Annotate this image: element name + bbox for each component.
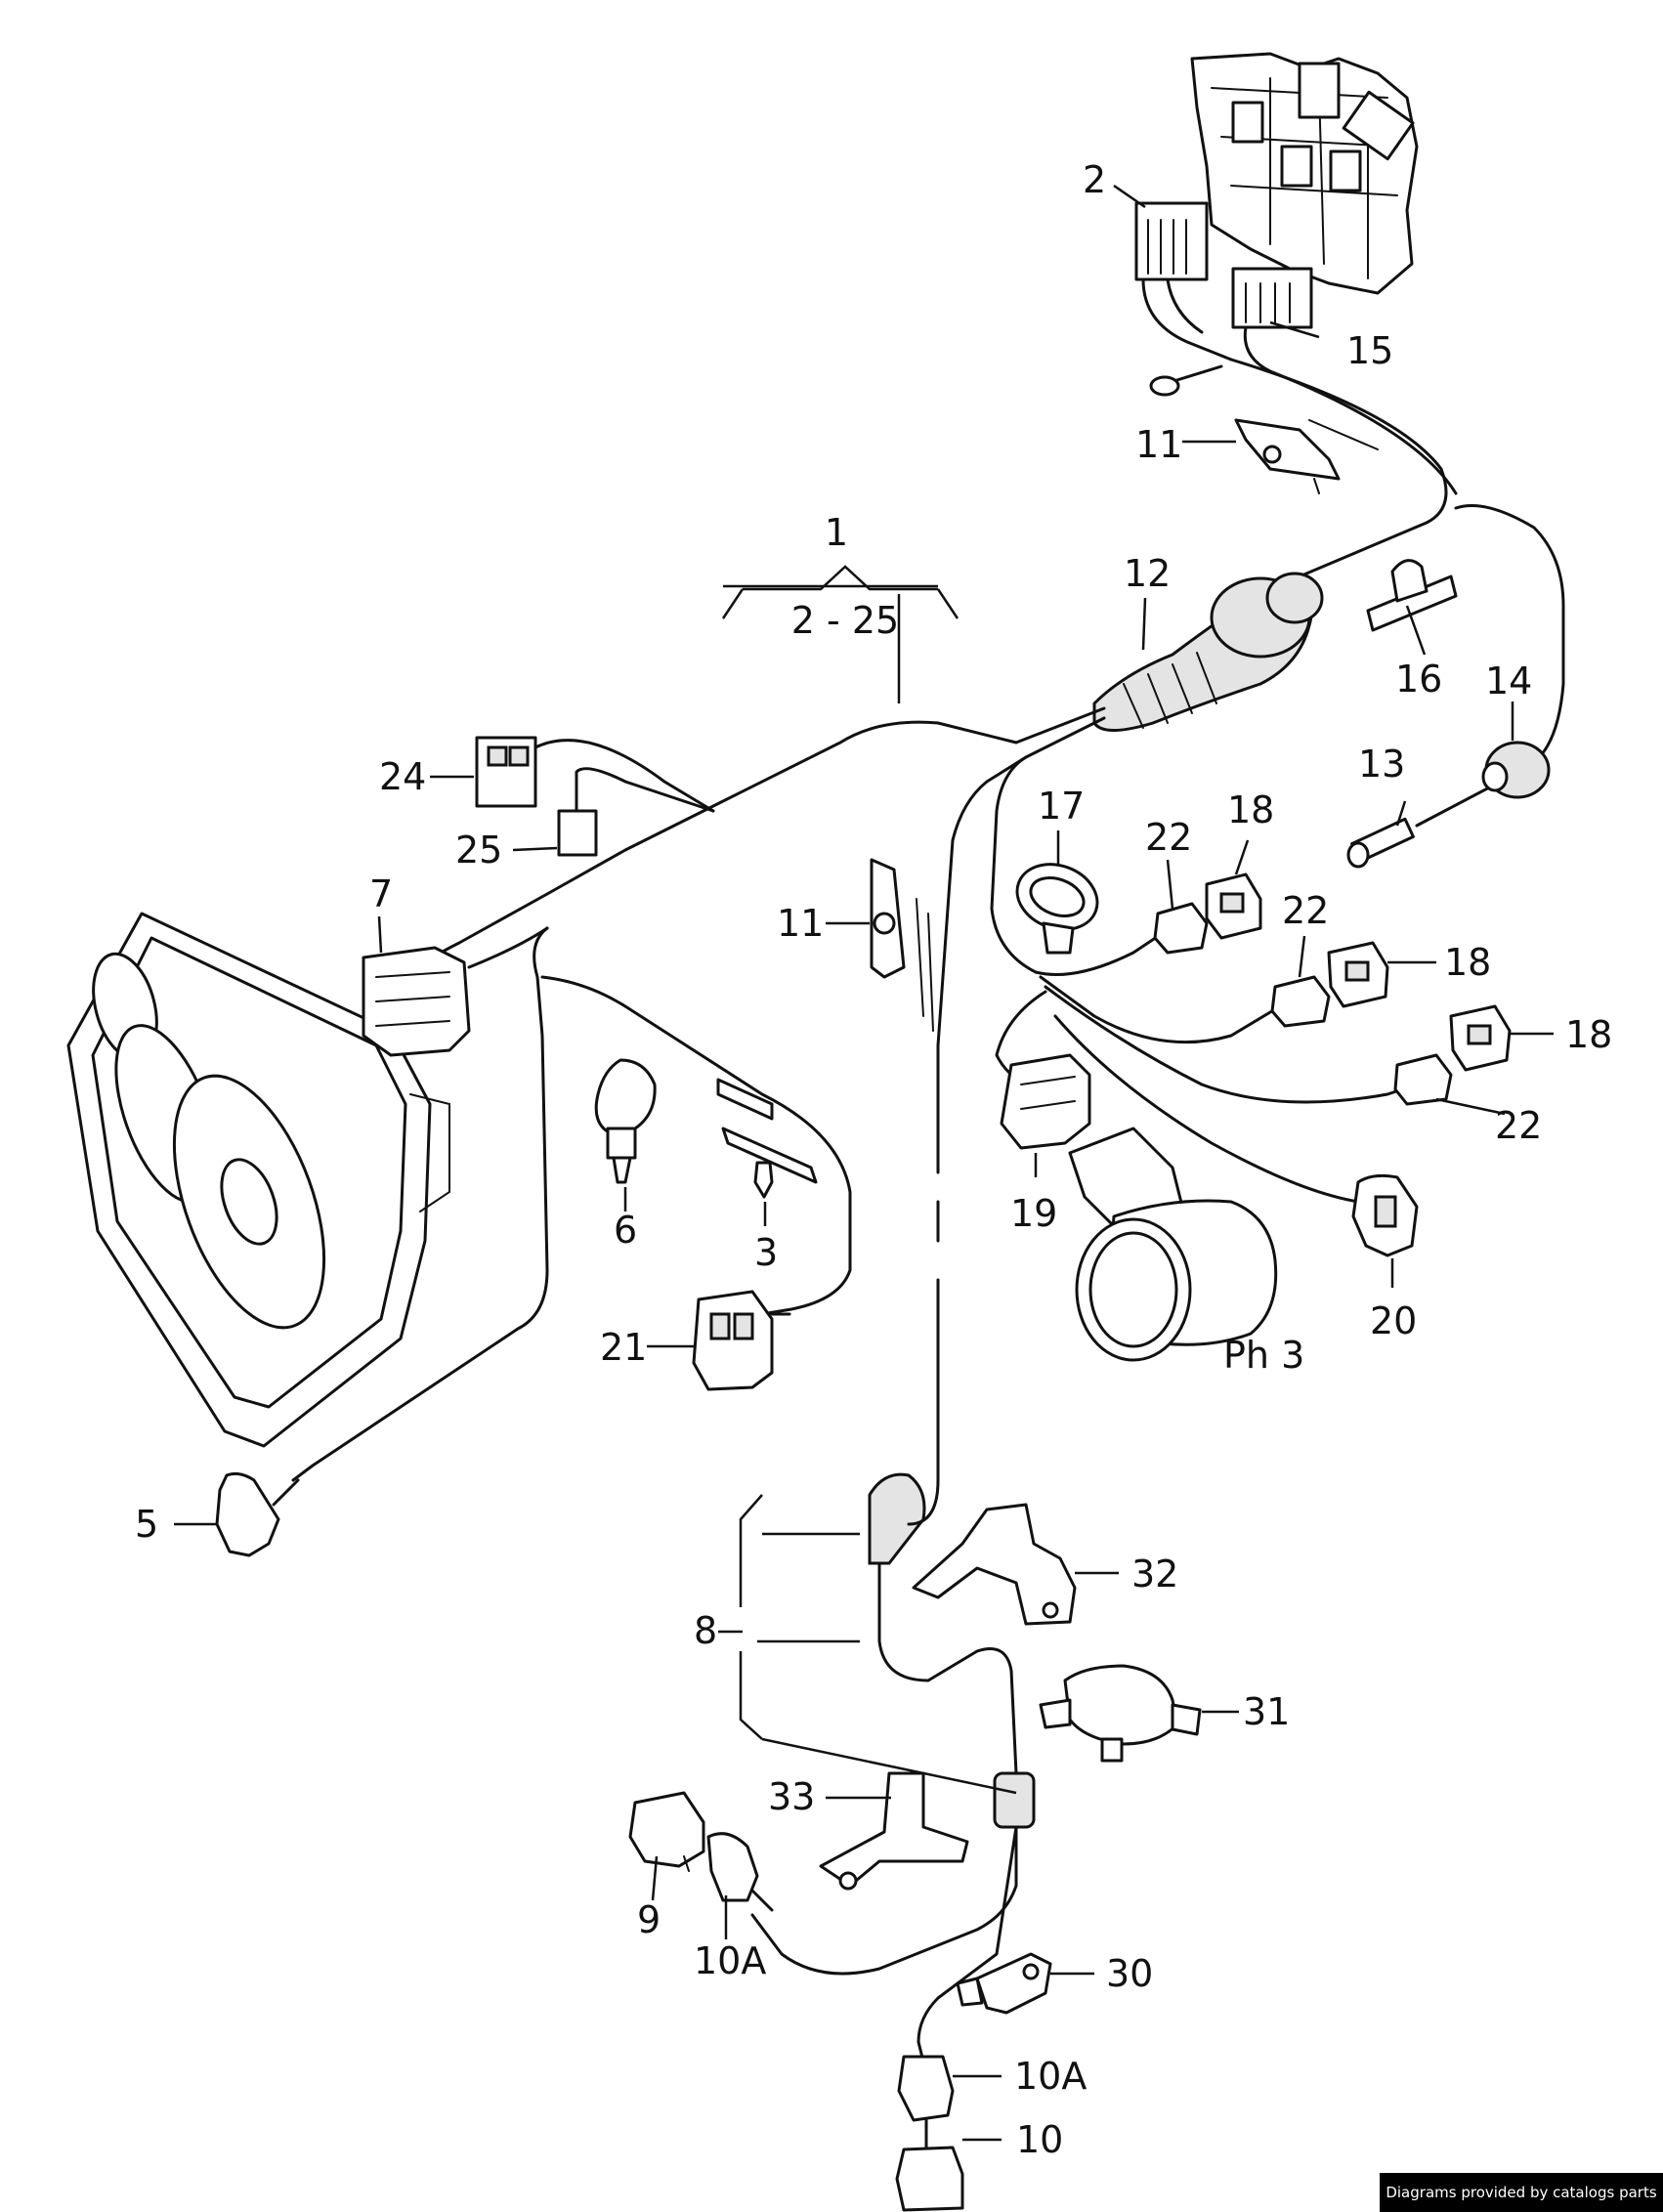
headlight-branch xyxy=(291,926,549,1482)
grommet-12 xyxy=(1092,572,1324,732)
harness-branch-top-2 xyxy=(1268,369,1458,495)
connector-22-b xyxy=(1270,975,1331,1028)
callout-7: 7 xyxy=(369,872,393,915)
connector-15 xyxy=(1231,267,1313,373)
connector-18-b xyxy=(1327,941,1389,1008)
callout-14: 14 xyxy=(1485,659,1532,702)
callouts: 1 2 - 25 2 15 11 12 16 14 13 24 25 7 11 … xyxy=(135,158,1612,2161)
harness-branch-sensor xyxy=(1454,504,1565,764)
callout-2: 2 xyxy=(1083,158,1106,201)
label-ph3: Ph 3 xyxy=(1223,1334,1304,1377)
credit-banner: Diagrams provided by catalogs parts xyxy=(1380,2173,1663,2212)
branch-to-22-c xyxy=(1044,985,1404,1104)
callout-18-b: 18 xyxy=(1444,941,1491,984)
bracket-11-middle xyxy=(870,858,934,1032)
ground-eyelet xyxy=(1149,375,1180,397)
connector-20 xyxy=(1351,1173,1419,1257)
group-range: 2 - 25 xyxy=(791,599,899,642)
callout-20: 20 xyxy=(1370,1299,1417,1342)
leader-lines xyxy=(174,184,1554,2142)
harness-sleeve-8 xyxy=(750,1472,1036,2063)
connector-10a-bottom xyxy=(897,2055,955,2151)
trunk-down-branch xyxy=(936,716,1106,1047)
relay-carrier xyxy=(1190,52,1419,295)
branch-to-20 xyxy=(1053,1014,1360,1204)
bracket-32 xyxy=(912,1503,1077,1626)
grommet-14 xyxy=(1481,741,1551,799)
connector-22-c xyxy=(1393,1053,1453,1106)
callout-21: 21 xyxy=(600,1326,647,1369)
relay-24 xyxy=(475,736,715,813)
callout-25: 25 xyxy=(455,829,502,872)
connector-19 xyxy=(1000,1053,1091,1150)
callout-24: 24 xyxy=(379,755,426,798)
callout-22-c: 22 xyxy=(1495,1104,1542,1147)
callout-22-a: 22 xyxy=(1145,816,1192,859)
connector-2 xyxy=(1134,201,1233,362)
connector-10 xyxy=(895,2146,964,2212)
harness-branch-top-1 xyxy=(1229,358,1448,578)
branch-to-22-b xyxy=(1039,975,1282,1044)
callout-33: 33 xyxy=(768,1775,815,1818)
connector-5 xyxy=(215,1471,300,1557)
callout-5: 5 xyxy=(135,1503,158,1546)
connector-21 xyxy=(692,1290,791,1391)
connector-10a-left xyxy=(706,1832,774,1912)
connector-7 xyxy=(362,926,549,1057)
group-number: 1 xyxy=(825,511,848,554)
connector-18-c xyxy=(1449,1004,1512,1072)
callout-13: 13 xyxy=(1358,743,1405,786)
callout-16: 16 xyxy=(1395,658,1442,701)
callout-10a-left: 10A xyxy=(694,1939,766,1982)
cable-tie-17 xyxy=(1015,863,1099,955)
lower-left-branch xyxy=(540,975,852,1316)
connector-22-a xyxy=(1034,902,1209,976)
callout-11-top: 11 xyxy=(1135,423,1182,466)
sensor-13 xyxy=(1346,775,1512,869)
cable-tie-6 xyxy=(594,1058,657,1184)
callout-18-a: 18 xyxy=(1227,788,1274,831)
bracket-30 xyxy=(956,1952,1052,2015)
callout-10: 10 xyxy=(1016,2118,1063,2161)
callout-31: 31 xyxy=(1243,1690,1290,1733)
callout-32: 32 xyxy=(1131,1553,1178,1595)
bracket-33 xyxy=(819,1771,969,1891)
bracket-11-top xyxy=(1234,418,1379,494)
callout-15: 15 xyxy=(1346,329,1393,372)
callout-9: 9 xyxy=(637,1898,661,1941)
connector-18-a xyxy=(1205,872,1262,940)
callout-18-c: 18 xyxy=(1565,1013,1612,1056)
callout-22-b: 22 xyxy=(1282,889,1329,932)
callout-30: 30 xyxy=(1106,1952,1153,1995)
callout-10a-bottom: 10A xyxy=(1014,2055,1087,2098)
callout-17: 17 xyxy=(1038,785,1085,828)
clip-3 xyxy=(716,1078,818,1199)
callout-19: 19 xyxy=(1010,1192,1057,1235)
bracket-31 xyxy=(1039,1664,1202,1763)
connector-25 xyxy=(557,767,715,857)
connector-9 xyxy=(628,1791,705,1872)
callout-6: 6 xyxy=(614,1209,637,1252)
headlight-assembly xyxy=(66,912,450,1448)
sensor-branch xyxy=(990,755,1038,974)
callout-11-middle: 11 xyxy=(777,902,824,945)
air-mass-meter xyxy=(1068,1127,1278,1362)
callout-8: 8 xyxy=(694,1609,717,1652)
clip-16 xyxy=(1366,559,1458,632)
callout-12: 12 xyxy=(1124,552,1171,595)
callout-3: 3 xyxy=(754,1231,778,1274)
